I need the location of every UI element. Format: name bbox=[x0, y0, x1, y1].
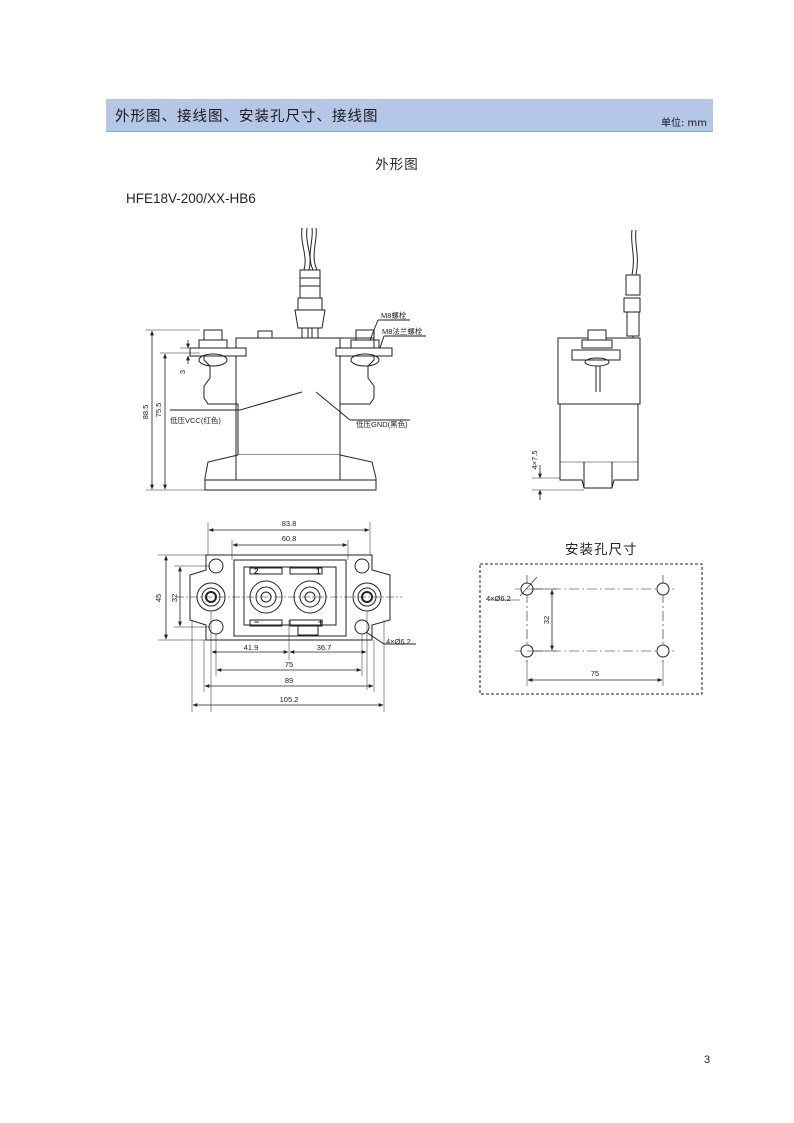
dim-terminal: 3 bbox=[178, 370, 187, 374]
dim-holes: 4×Ø6.2 bbox=[386, 637, 411, 646]
model-number: HFE18V-200/XX-HB6 bbox=[126, 191, 256, 206]
dim-32: 32 bbox=[170, 594, 179, 602]
dim-105-2: 105.2 bbox=[280, 695, 299, 704]
mounting-hole-drawing bbox=[479, 563, 703, 695]
mounting-title: 安装孔尺寸 bbox=[565, 542, 638, 558]
plus-label: + bbox=[318, 617, 323, 627]
section-header: 外形图、接线图、安装孔尺寸、接线图 单位: mm bbox=[106, 99, 713, 132]
dim-60-8: 60.8 bbox=[282, 534, 297, 543]
terminal-1-label: 1 bbox=[316, 567, 321, 576]
dim-41-9: 41.9 bbox=[244, 643, 259, 652]
dim-36-7: 36.7 bbox=[317, 643, 332, 652]
dim-overall-height: 88.5 bbox=[141, 405, 150, 420]
page-number: 3 bbox=[704, 1054, 711, 1066]
front-view-drawing bbox=[146, 227, 426, 491]
top-view-drawing bbox=[158, 522, 416, 712]
unit-label: 单位: mm bbox=[660, 118, 707, 129]
label-m8-bolt: M8螺栓 bbox=[381, 310, 407, 320]
label-gnd: 低压GND(黑色) bbox=[356, 419, 408, 429]
dim-45: 45 bbox=[154, 594, 163, 602]
section-header-title: 外形图、接线图、安装孔尺寸、接线图 bbox=[115, 109, 379, 125]
dim-foot: 4×7.5 bbox=[530, 451, 539, 470]
dim-75: 75 bbox=[285, 660, 293, 669]
outline-title: 外形图 bbox=[375, 157, 419, 173]
mount-dim-vertical: 32 bbox=[542, 616, 551, 624]
minus-label: − bbox=[254, 617, 259, 627]
mount-dim-holes: 4×Ø6.2 bbox=[486, 594, 511, 603]
label-vcc: 低压VCC(红色) bbox=[170, 415, 221, 425]
label-m8-flange-bolt: M8法兰螺栓 bbox=[382, 326, 423, 336]
side-view-drawing bbox=[532, 229, 641, 500]
dim-89: 89 bbox=[285, 676, 293, 685]
terminal-2-label: 2 bbox=[254, 567, 259, 576]
mount-dim-horizontal: 75 bbox=[591, 669, 599, 678]
dim-body-height: 75.5 bbox=[154, 403, 163, 418]
dim-83-8: 83.8 bbox=[282, 519, 297, 528]
